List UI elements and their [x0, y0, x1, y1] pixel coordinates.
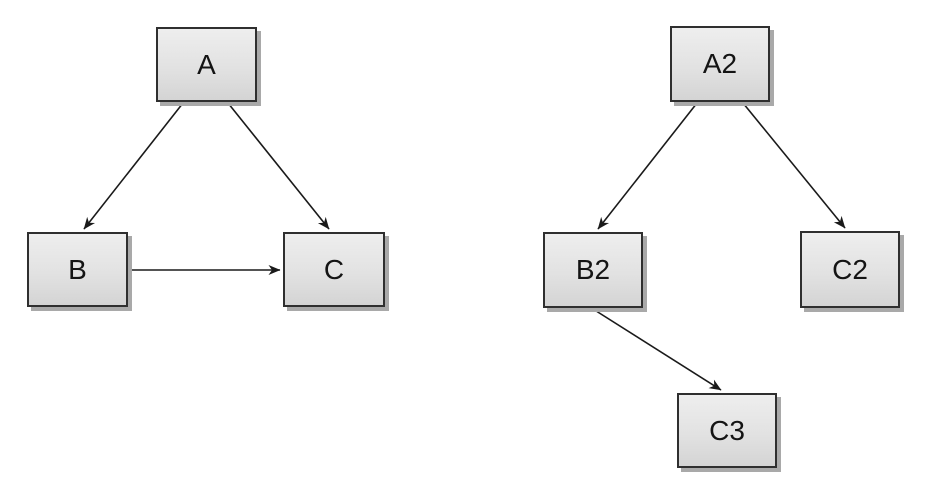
node-A2: A2: [670, 26, 770, 102]
edge-A2-to-B2: [597, 102, 698, 230]
node-B2: B2: [543, 232, 643, 308]
node-C-label: C: [323, 253, 345, 285]
edge-A-to-B: [83, 102, 184, 230]
edge-B2-to-C3: [592, 308, 722, 391]
node-B-label: B: [68, 253, 87, 285]
node-A2-label: A2: [702, 48, 738, 79]
node-A: A: [156, 27, 257, 102]
edge-A2-to-C2: [742, 102, 846, 229]
node-C2-label: C2: [832, 253, 868, 285]
node-B: B: [27, 232, 128, 307]
node-B2-label: B2: [575, 254, 611, 285]
node-C2: C2: [800, 231, 900, 308]
node-C3-label: C3: [709, 414, 745, 446]
node-A-label: A: [197, 48, 216, 80]
node-C: C: [283, 232, 385, 307]
edge-A-to-C: [227, 102, 330, 230]
node-C3: C3: [677, 393, 777, 468]
